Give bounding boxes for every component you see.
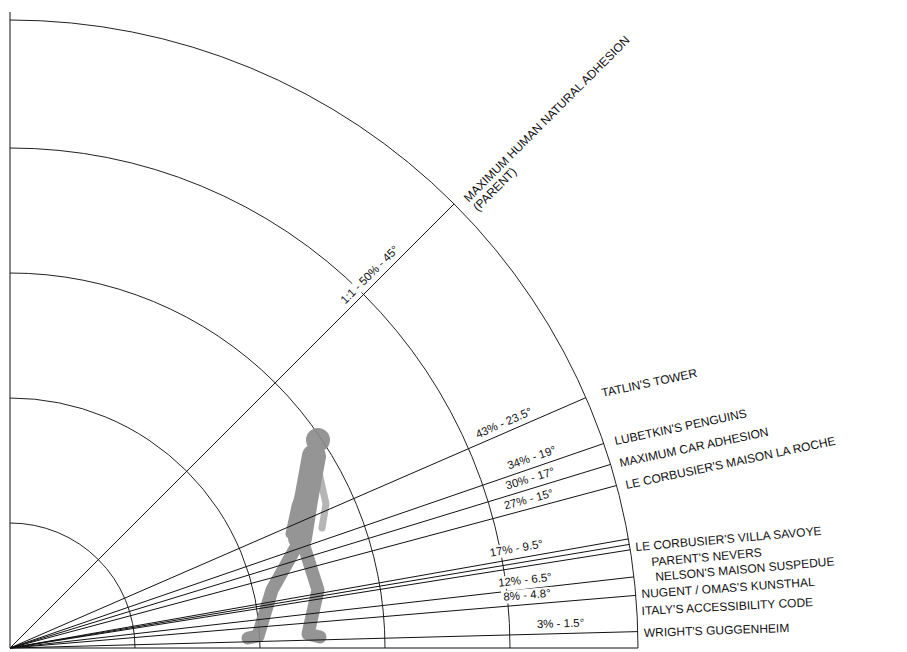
slope-value: 8% - 4.8°: [501, 586, 553, 603]
slope-ray: [10, 444, 604, 649]
figure-arm: [290, 466, 310, 534]
slope-ray: [10, 550, 630, 648]
slope-ray: [10, 464, 611, 648]
slope-ray: [10, 539, 629, 648]
ray-label: TATLIN'S TOWER: [600, 367, 698, 400]
horizontal-axis: [10, 648, 638, 649]
slope-value: 17% - 9.5°: [487, 538, 546, 561]
slope-value: 3% - 1.5°: [534, 617, 586, 631]
ray-label: WRIGHT'S GUGGENHEIM: [644, 622, 790, 640]
vertical-axis: [10, 12, 11, 648]
figure-arm: [318, 468, 326, 528]
slope-ray: [10, 577, 634, 648]
slope-ray: [10, 632, 638, 648]
ray-label: MAXIMUM HUMAN NATURAL ADHESION (PARENT): [462, 26, 650, 214]
slope-value: 1:1 - 50% - 45°: [337, 242, 403, 308]
slope-ray: [10, 544, 629, 648]
slope-ray: [10, 398, 586, 648]
figure-back-leg: [248, 540, 300, 638]
ray-label: ITALY'S ACCESSIBILITY CODE: [641, 596, 813, 618]
slope-value: 43% - 23.5°: [471, 404, 535, 442]
slope-rays: [10, 12, 638, 648]
